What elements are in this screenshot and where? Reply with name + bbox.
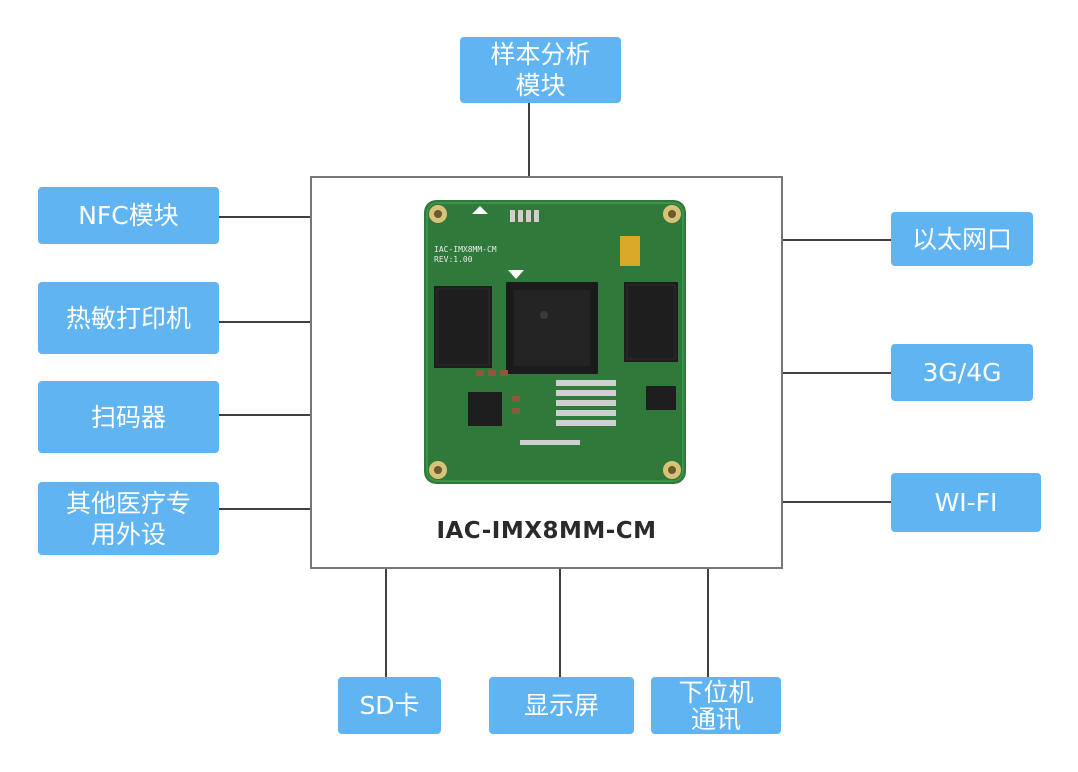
box-label: SD卡 (359, 691, 420, 720)
box-lower-computer: 下位机 通讯 (651, 677, 781, 734)
memory-chip-right (624, 282, 678, 362)
box-label: 以太网口 (911, 224, 1012, 254)
box-thermal-printer: 热敏打印机 (38, 282, 219, 354)
small-chip (646, 386, 676, 410)
board-image: IAC-IMX8MM-CM REV:1.00 (424, 200, 686, 484)
box-label: 3G/4G (922, 358, 1002, 387)
connector-ethernet (783, 239, 891, 241)
pcb-illustration: IAC-IMX8MM-CM REV:1.00 (424, 200, 686, 484)
connector-printer (219, 321, 311, 323)
silkscreen-name: IAC-IMX8MM-CM (434, 245, 497, 254)
center-module: IAC-IMX8MM-CM REV:1.00 (310, 176, 783, 569)
box-cellular: 3G/4G (891, 344, 1033, 401)
box-nfc: NFC模块 (38, 187, 219, 244)
box-sd-card: SD卡 (338, 677, 441, 734)
pad-array (510, 210, 616, 445)
connector-wifi (783, 501, 891, 503)
module-name: IAC-IMX8MM-CM (436, 518, 657, 544)
connector-top (528, 103, 530, 177)
box-scanner: 扫码器 (38, 381, 219, 453)
box-label: 样本分析 模块 (490, 40, 591, 100)
box-label: 热敏打印机 (65, 303, 191, 333)
connector-lower (707, 569, 709, 677)
box-label: 下位机 通讯 (678, 677, 754, 734)
connector-cellular (783, 372, 891, 374)
box-label: NFC模块 (78, 201, 179, 230)
connector-scanner (219, 414, 311, 416)
box-label: WI-FI (934, 488, 998, 517)
box-label: 显示屏 (523, 691, 599, 720)
connector-sd (385, 569, 387, 677)
resistor-array (476, 370, 520, 414)
silkscreen-rev: REV:1.00 (434, 255, 473, 264)
connector-display (559, 569, 561, 677)
orientation-triangle (472, 206, 488, 214)
connector-nfc (219, 216, 311, 218)
pin1-triangle (508, 270, 524, 279)
box-sample-analysis: 样本分析 模块 (460, 37, 621, 103)
pmic-chip (468, 392, 502, 426)
box-medical-peripherals: 其他医疗专 用外设 (38, 482, 219, 555)
box-ethernet: 以太网口 (891, 212, 1033, 266)
connector-other (219, 508, 311, 510)
box-display: 显示屏 (489, 677, 634, 734)
box-label: 扫码器 (90, 402, 166, 432)
dip-switch (620, 236, 640, 266)
memory-chip-left (434, 286, 492, 368)
box-label: 其他医疗专 用外设 (65, 488, 191, 549)
pcb-edge (426, 202, 684, 482)
box-wifi: WI-FI (891, 473, 1041, 532)
